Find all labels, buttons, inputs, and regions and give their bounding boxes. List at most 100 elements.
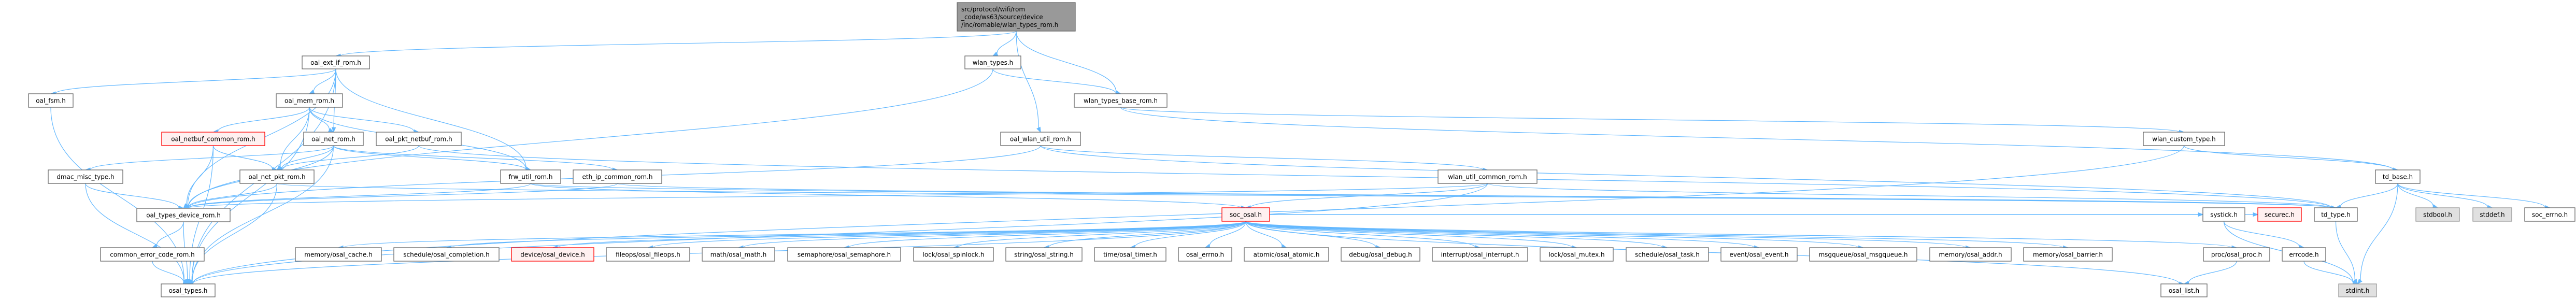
- edge-oal_pkt_netbuf_rom-to-td_type: [418, 145, 2337, 210]
- node-stdint[interactable]: stdint.h: [2338, 283, 2377, 297]
- node-osal-atomic[interactable]: atomic/osal_atomic.h: [1244, 247, 1329, 262]
- node-oal-ext-if-rom[interactable]: oal_ext_if_rom.h: [302, 55, 370, 69]
- node-box: [1809, 247, 1917, 262]
- node-osal-proc[interactable]: proc/osal_proc.h: [2203, 247, 2270, 262]
- node-td-base[interactable]: td_base.h: [2375, 169, 2421, 184]
- node-label: src/protocol/wifi/rom: [961, 6, 1025, 13]
- node-osal-timer[interactable]: time/osal_timer.h: [1094, 247, 1166, 262]
- node-box: [48, 169, 123, 184]
- node-label: fileops/osal_fileops.h: [616, 251, 680, 259]
- edge-oal_net_rom-to-frw_util_rom: [333, 145, 532, 172]
- node-osal-list[interactable]: osal_list.h: [2160, 283, 2208, 297]
- node-box: [276, 93, 343, 108]
- edge-oal_net_pkt_rom-to-osal_types: [187, 183, 278, 284]
- node-box: [161, 283, 216, 297]
- node-box: [1929, 247, 2012, 262]
- arrowhead-icon: [2253, 212, 2259, 217]
- node-common-error-code-rom[interactable]: common_error_code_rom.h: [100, 247, 205, 262]
- node-label: soc_osal.h: [1230, 211, 1262, 219]
- node-box: [2202, 207, 2245, 222]
- node-osal-barrier[interactable]: memory/osal_barrier.h: [2023, 247, 2113, 262]
- node-box: [28, 93, 74, 108]
- arrowhead-icon: [1036, 126, 1041, 133]
- node-box: [1005, 247, 1083, 262]
- node-td-type[interactable]: td_type.h: [2314, 207, 2358, 222]
- node-osal-errno[interactable]: osal_errno.h: [1178, 247, 1232, 262]
- node-osal-mutex[interactable]: lock/osal_mutex.h: [1540, 247, 1614, 262]
- node-errcode[interactable]: errcode.h: [2282, 247, 2326, 262]
- edge-td_type-to-stdint: [2335, 221, 2358, 285]
- node-osal-task[interactable]: schedule/osal_task.h: [1626, 247, 1709, 262]
- node-osal-spinlock[interactable]: lock/osal_spinlock.h: [913, 247, 994, 262]
- node-box: [302, 55, 370, 69]
- node-root[interactable]: src/protocol/wifi/rom_code/ws63/source/d…: [957, 2, 1076, 32]
- node-frw-util-rom[interactable]: frw_util_rom.h: [500, 169, 561, 184]
- node-dmac-misc-type[interactable]: dmac_misc_type.h: [48, 169, 123, 184]
- node-osal-interrupt[interactable]: interrupt/osal_interrupt.h: [1432, 247, 1528, 262]
- node-label: osal_errno.h: [1186, 251, 1224, 259]
- node-osal-msgqueue[interactable]: msgqueue/osal_msgqueue.h: [1809, 247, 1917, 262]
- node-oal-types-device-rom[interactable]: oal_types_device_rom.h: [136, 208, 231, 222]
- node-box: [2524, 207, 2575, 222]
- node-osal-fileops[interactable]: fileops/osal_fileops.h: [606, 247, 690, 262]
- node-eth-ip-common-rom[interactable]: eth_ip_common_rom.h: [573, 169, 662, 184]
- node-wlan-custom-type[interactable]: wlan_custom_type.h: [2143, 132, 2225, 146]
- node-label: stdbool.h: [2423, 211, 2452, 219]
- node-oal-wlan-util-rom[interactable]: oal_wlan_util_rom.h: [1000, 132, 1081, 146]
- node-wlan-types-base-rom[interactable]: wlan_types_base_rom.h: [1074, 93, 1168, 108]
- edge-td_base-to-soc_errno: [2397, 183, 2551, 210]
- node-osal-debug[interactable]: debug/osal_debug.h: [1341, 247, 1420, 262]
- node-oal-net-rom[interactable]: oal_net_rom.h: [303, 132, 364, 146]
- node-box: [2143, 132, 2225, 146]
- node-box: [1432, 247, 1528, 262]
- node-soc-osal[interactable]: soc_osal.h: [1221, 207, 1270, 222]
- node-box: [2375, 169, 2421, 184]
- edge-osal_proc-to-osal_list: [2183, 261, 2237, 285]
- node-box: [957, 2, 1076, 32]
- node-box: [1626, 247, 1709, 262]
- node-label: frw_util_rom.h: [508, 174, 552, 181]
- node-oal-netbuf-common-rom[interactable]: oal_netbuf_common_rom.h: [161, 132, 265, 146]
- arrowhead-icon: [331, 127, 336, 133]
- node-osal-semaphore[interactable]: semaphore/osal_semaphore.h: [787, 247, 901, 262]
- node-label: proc/osal_proc.h: [2211, 251, 2262, 259]
- nodes-layer: src/protocol/wifi/rom_code/ws63/source/d…: [28, 2, 2575, 297]
- node-box: [1438, 169, 1538, 184]
- edge-soc_osal-to-osal_msgqueue: [1245, 221, 1864, 250]
- node-box: [239, 169, 315, 184]
- node-label: interrupt/osal_interrupt.h: [1441, 251, 1519, 259]
- node-label: oal_netbuf_common_rom.h: [171, 136, 255, 143]
- node-oal-fsm[interactable]: oal_fsm.h: [28, 93, 74, 108]
- node-oal-pkt-netbuf-rom[interactable]: oal_pkt_netbuf_rom.h: [376, 132, 462, 146]
- edge-oal_types_device_rom-to-common_error_code_rom: [151, 221, 184, 248]
- node-osal-event[interactable]: event/osal_event.h: [1720, 247, 1798, 262]
- edge-root-to-oal_wlan_util_rom: [1016, 31, 1041, 133]
- node-label: dmac_misc_type.h: [56, 174, 114, 181]
- node-systick[interactable]: systick.h: [2202, 207, 2245, 222]
- node-box: [2282, 247, 2326, 262]
- node-label: oal_net_rom.h: [311, 136, 355, 143]
- node-label: eth_ip_common_rom.h: [582, 174, 652, 181]
- node-osal-string[interactable]: string/osal_string.h: [1005, 247, 1083, 262]
- node-osal-device[interactable]: device/osal_device.h: [511, 247, 594, 262]
- node-label: lock/osal_mutex.h: [1548, 251, 1604, 259]
- node-label: wlan_types_base_rom.h: [1084, 97, 1158, 105]
- node-soc-errno[interactable]: soc_errno.h: [2524, 207, 2575, 222]
- node-osal-addr[interactable]: memory/osal_addr.h: [1929, 247, 2012, 262]
- node-osal-math[interactable]: math/osal_math.h: [702, 247, 775, 262]
- node-osal-types[interactable]: osal_types.h: [161, 283, 216, 297]
- node-box: [1074, 93, 1168, 108]
- node-wlan-util-common-rom[interactable]: wlan_util_common_rom.h: [1438, 169, 1538, 184]
- node-stdbool[interactable]: stdbool.h: [2415, 207, 2460, 222]
- node-oal-mem-rom[interactable]: oal_mem_rom.h: [276, 93, 343, 108]
- node-wlan-types[interactable]: wlan_types.h: [964, 55, 1021, 69]
- node-label: oal_wlan_util_rom.h: [1010, 136, 1071, 143]
- node-label: systick.h: [2210, 211, 2238, 219]
- node-osal-cache[interactable]: memory/osal_cache.h: [295, 247, 382, 262]
- node-oal-net-pkt-rom[interactable]: oal_net_pkt_rom.h: [239, 169, 315, 184]
- node-securec[interactable]: securec.h: [2257, 207, 2302, 222]
- node-osal-completion[interactable]: schedule/osal_completion.h: [393, 247, 500, 262]
- edge-oal_wlan_util_rom-to-td_type: [1040, 145, 2337, 210]
- node-label: /inc/romable/wlan_types_rom.h: [961, 21, 1058, 28]
- node-stddef[interactable]: stddef.h: [2472, 207, 2512, 222]
